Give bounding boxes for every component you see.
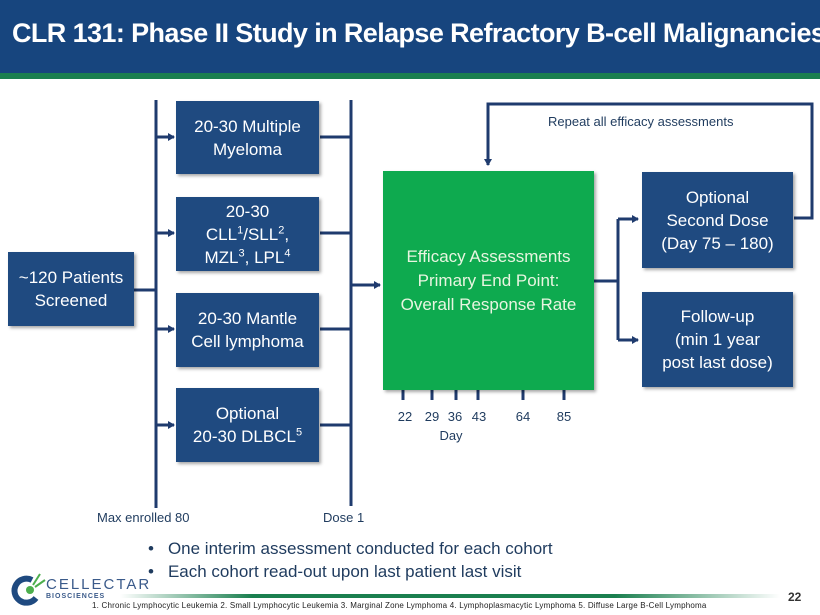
- cohort-1-line1: 20-30 Multiple: [194, 116, 301, 136]
- cohort-2-mzl: MZL: [204, 247, 239, 267]
- cellectar-logo: CELLECTAR BIOSCIENCES: [10, 572, 149, 612]
- repeat-assessments-label: Repeat all efficacy assessments: [548, 114, 734, 129]
- cohort-2-comma: ,: [284, 224, 290, 244]
- day-tick-64: 64: [515, 409, 531, 424]
- efficacy-line3: Overall Response Rate: [400, 294, 577, 314]
- page-number: 22: [788, 590, 802, 604]
- follow-up-box: Follow-up (min 1 year post last dose): [642, 292, 793, 387]
- footnote-ref-2: 2: [278, 223, 285, 236]
- cohort-3-line2: Cell lymphoma: [191, 332, 304, 351]
- cohort-mantle-cell-box: 20-30 Mantle Cell lymphoma: [176, 293, 319, 367]
- cohort-multiple-myeloma-box: 20-30 Multiple Myeloma: [176, 101, 319, 174]
- bullet-dot-icon: •: [148, 539, 154, 558]
- repeat-loop-line: [484, 102, 814, 220]
- cohort-dlbcl-box: Optional 20-30 DLBCL5: [176, 388, 319, 462]
- efficacy-line1: Efficacy Assessments: [406, 246, 571, 266]
- footnote-ref-1: 1: [237, 223, 244, 236]
- screened-line2: Screened: [34, 291, 108, 310]
- footnote-ref-4: 4: [284, 246, 291, 259]
- header-bar: [0, 0, 820, 73]
- screened-line1: ~120 Patients: [18, 268, 124, 287]
- cohort-3-line1: 20-30 Mantle: [197, 309, 298, 328]
- footer-accent-bar: [120, 594, 780, 598]
- day-tick-22: 22: [397, 409, 413, 424]
- second-dose-box: Optional Second Dose (Day 75 – 180): [642, 172, 793, 268]
- efficacy-line2: Primary End Point:: [417, 270, 560, 290]
- day-tick-36: 36: [447, 409, 463, 424]
- cohort-1-line2: Myeloma: [213, 139, 282, 159]
- efficacy-assessments-box: Efficacy Assessments Primary End Point: …: [383, 171, 594, 390]
- follow-up-line3: post last dose): [662, 353, 773, 372]
- dose-1-label: Dose 1: [323, 510, 365, 525]
- second-dose-line3: (Day 75 – 180): [661, 233, 774, 253]
- cohort-2-lpl: , LPL: [244, 247, 285, 267]
- bullet-item: • One interim assessment conducted for ea…: [148, 537, 553, 560]
- second-dose-line1: Optional: [685, 187, 750, 207]
- day-tick-43: 43: [471, 409, 487, 424]
- second-dose-line2: Second Dose: [666, 210, 769, 230]
- patients-screened-box: ~120 Patients Screened: [8, 252, 134, 326]
- bullet-item: • Each cohort read-out upon last patient …: [148, 560, 553, 583]
- notes-bullet-list: • One interim assessment conducted for ea…: [148, 537, 553, 583]
- day-axis-label: Day: [439, 428, 463, 443]
- footnotes: 1. Chronic Lymphocytic Leukemia 2. Small…: [92, 601, 707, 610]
- cohort-4-line1: Optional: [215, 404, 280, 423]
- bullet-text: Each cohort read-out upon last patient l…: [167, 562, 522, 581]
- bullet-text: One interim assessment conducted for eac…: [167, 539, 553, 558]
- cohort-2-sll: /SLL: [243, 224, 279, 244]
- max-enrolled-label: Max enrolled 80: [97, 510, 190, 525]
- logo-subtitle: BIOSCIENCES: [46, 593, 106, 600]
- cohort-2-cll: CLL: [205, 224, 238, 244]
- follow-up-line2: (min 1 year: [674, 330, 761, 349]
- day-tick-29: 29: [424, 409, 440, 424]
- cohort-cll-sll-mzl-lpl-box: 20-30 CLL1/SLL2, MZL3, LPL4: [176, 197, 319, 271]
- footnote-ref-3: 3: [238, 246, 245, 259]
- day-tick-85: 85: [556, 409, 572, 424]
- header-stripe: [0, 73, 820, 79]
- cellectar-logo-icon: [11, 573, 46, 606]
- cohort-4-line2: 20-30 DLBCL: [192, 427, 296, 446]
- footnote-ref-5: 5: [295, 426, 303, 439]
- page-title: CLR 131: Phase II Study in Relapse Refra…: [12, 18, 820, 48]
- bullet-dot-icon: •: [148, 562, 154, 581]
- cohort-2-line1: 20-30: [225, 201, 270, 221]
- follow-up-line1: Follow-up: [680, 307, 755, 326]
- logo-name: CELLECTAR: [46, 576, 152, 593]
